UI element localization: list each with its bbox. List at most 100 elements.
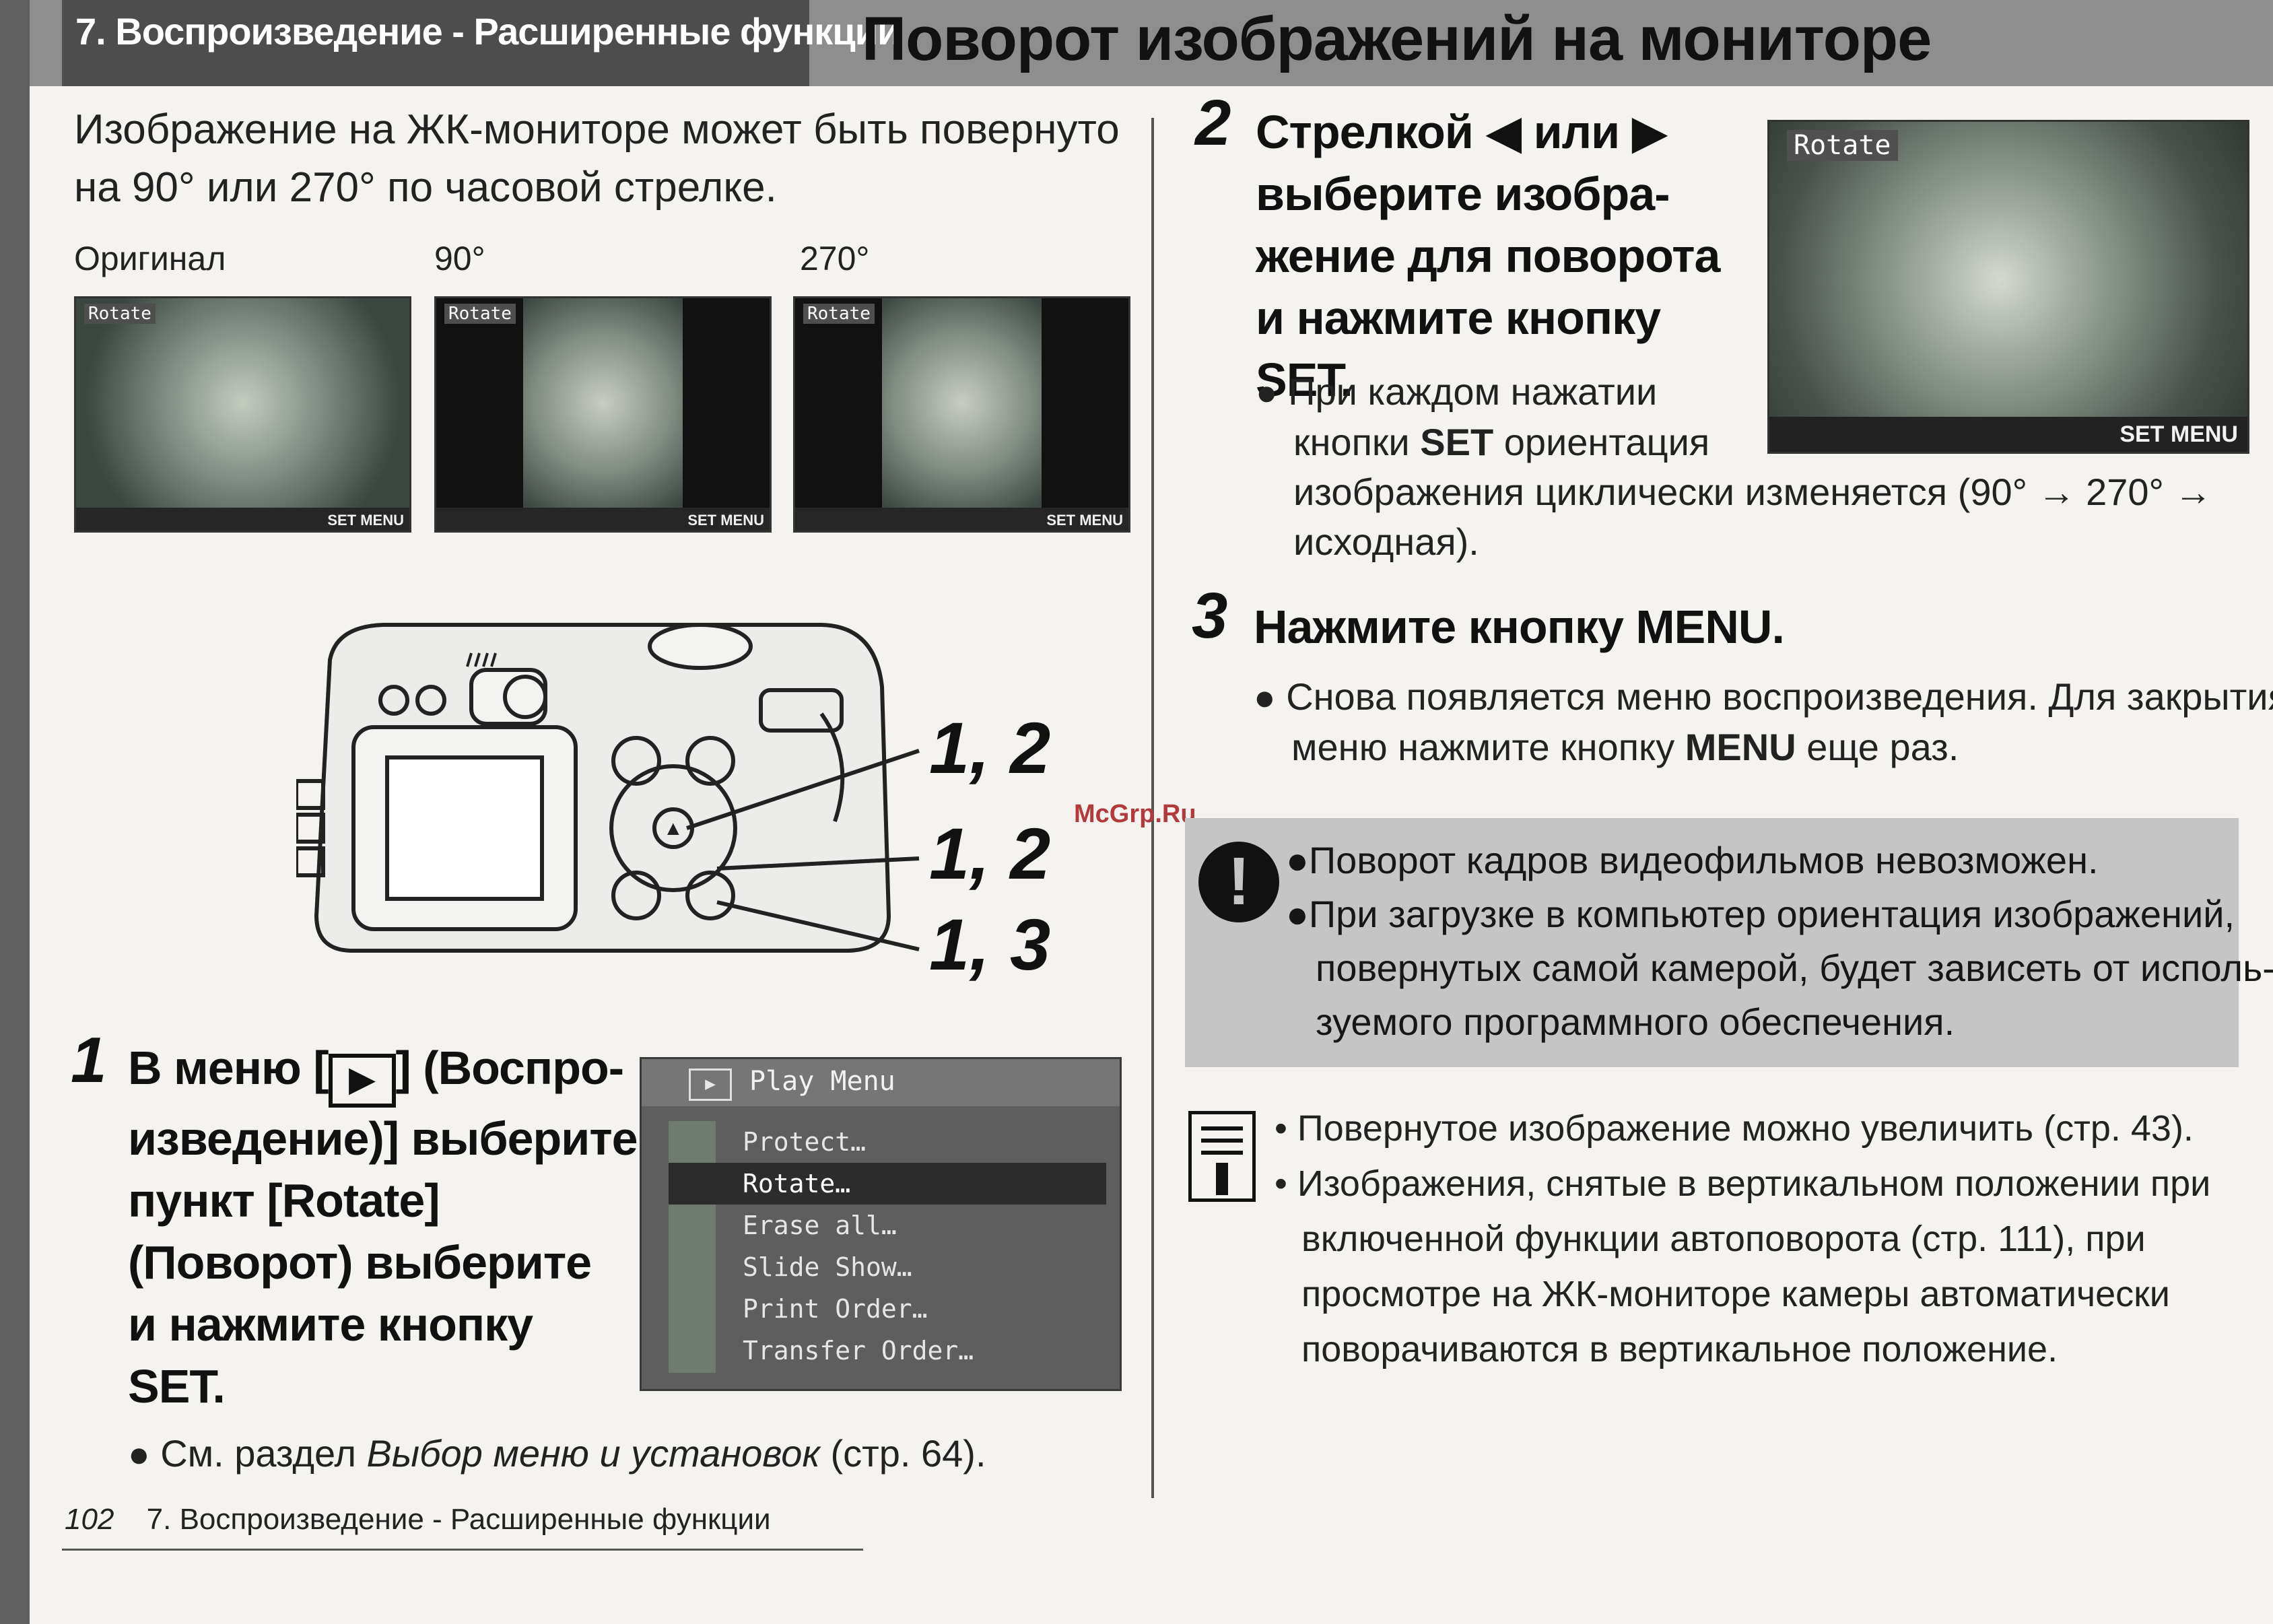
step-3-note-text: меню нажмите кнопку (1291, 726, 1685, 768)
step-1-number: 1 (71, 1024, 107, 1096)
thumb-tag: Rotate (803, 304, 875, 324)
info-item: Изображения, снятые в вертикальном полож… (1297, 1163, 2211, 1204)
step-2-note: ● При каждом нажатии кнопки SET ориентац… (1256, 367, 2239, 567)
dpad-arrows: ▲ (663, 817, 683, 840)
thumb-buttons: SET MENU (1046, 512, 1123, 529)
chapter-tab-label: 7. Воспроизведение - Расширенные функции (75, 10, 901, 53)
thumb-caption-original: Оригинал (74, 240, 226, 277)
info-list: • Повернутое изображение можно увеличить… (1275, 1101, 2231, 1377)
thumb-bar (76, 508, 409, 531)
step-2-note-emphasis: SET (1420, 421, 1494, 463)
menu-item-erase-all[interactable]: Erase all… (743, 1211, 897, 1240)
step-2-text: Стрелкой ◀ или ▶ (1256, 106, 1668, 158)
watermark: McGrp.Ru (1074, 800, 1196, 828)
camera-body (296, 623, 920, 953)
rotate-screen-tag: Rotate (1787, 130, 1898, 161)
flower-photo (76, 298, 409, 531)
caution-item: зуемого программного обеспечения. (1316, 1001, 1955, 1043)
step-1-text: В меню [ (128, 1042, 329, 1094)
caution-box (1185, 818, 2239, 1067)
thumb-buttons: SET MENU (327, 512, 404, 529)
callout-label: 1, 2 (929, 707, 1051, 788)
step-3-note-text: еще раз. (1796, 726, 1959, 768)
step-1-note-text: См. раздел (160, 1432, 367, 1475)
menu-item-protect[interactable]: Protect… (743, 1127, 867, 1157)
column-divider (1151, 118, 1154, 1498)
step-3-note-text: Снова появляется меню воспроизведения. Д… (1286, 675, 2273, 718)
step-3-note-emphasis: MENU (1685, 726, 1796, 768)
flower-photo (1769, 122, 2247, 452)
step-1-text: (Поворот) выберите (128, 1236, 592, 1289)
page-edge-shadow (0, 0, 30, 1624)
step-2-note-text: исходная). (1293, 520, 1479, 563)
caution-item: повернутых самой камерой, будет зависеть… (1316, 947, 2273, 989)
bullet-icon: ● (1286, 893, 1309, 935)
play-menu-screen: ▶ Play Menu Protect… Rotate… Erase all… … (640, 1057, 1122, 1391)
info-item: включенной функции автоповорота (стр. 11… (1301, 1219, 2146, 1259)
callout-label: 1, 2 (929, 813, 1051, 894)
page-title: Поворот изображений на мониторе (862, 5, 1932, 73)
rotate-screen: Rotate SET MENU (1767, 120, 2249, 454)
thumb-caption-90: 90° (434, 240, 485, 277)
footer-rule (62, 1549, 863, 1551)
step-2-note-text: При каждом нажатии (1288, 370, 1658, 413)
bullet-icon: • (1275, 1108, 1287, 1149)
bullet-icon: • (1275, 1163, 1287, 1204)
step-1-note: ● См. раздел Выбор меню и установок (стр… (128, 1429, 986, 1479)
step-2-note-text: кнопки (1293, 421, 1421, 463)
bullet-icon: ● (1254, 677, 1276, 718)
thumb-bar (795, 508, 1128, 531)
rotate-screen-buttons: SET MENU (2119, 421, 2238, 447)
chapter-tab (62, 0, 809, 86)
step-1-text: SET. (128, 1360, 226, 1413)
step-2-text: выберите изобра- (1256, 168, 1670, 220)
playback-icon: ▶ (689, 1069, 732, 1101)
step-2-number: 2 (1195, 87, 1231, 159)
step-1-text: изведение)] выберите (128, 1112, 638, 1165)
caution-item: При загрузке в компьютер ориентация изоб… (1308, 893, 2235, 935)
menu-item-transfer-order[interactable]: Transfer Order… (743, 1336, 974, 1365)
thumb-bar (436, 508, 770, 531)
thumb-buttons: SET MENU (687, 512, 764, 529)
step-1-text: (Воспро- (410, 1042, 624, 1094)
memo-icon (1188, 1111, 1256, 1202)
step-2-note-text: изображения циклически изменяется (90° →… (1293, 471, 2212, 513)
play-menu-header (642, 1059, 1120, 1106)
step-1-note-emphasis: Выбор меню и установок (366, 1432, 820, 1475)
thumb-tag: Rotate (84, 304, 156, 324)
step-1-text: пункт [Rotate] (128, 1174, 440, 1227)
flower-photo (522, 298, 683, 531)
info-item: просмотре на ЖК-мониторе камеры автомати… (1301, 1274, 2170, 1314)
bullet-icon: ● (1256, 372, 1278, 413)
step-2-instruction: Стрелкой ◀ или ▶ выберите изобра- жение … (1256, 101, 1754, 411)
rotate-screen-bar (1769, 417, 2247, 452)
step-3-instruction: Нажмите кнопку MENU. (1254, 601, 1785, 653)
intro-paragraph: Изображение на ЖК-мониторе может быть по… (74, 106, 1120, 211)
play-menu-title: Play Menu (749, 1066, 895, 1097)
page-footer: 102 7. Воспроизведение - Расширенные фун… (65, 1503, 771, 1536)
thumb-tag: Rotate (444, 304, 516, 324)
thumbnail-270: Rotate SET MENU (793, 296, 1130, 533)
thumbnail-original: Rotate SET MENU (74, 296, 411, 533)
camera-back-diagram: ▲ (296, 623, 920, 953)
info-item: поворачиваются в вертикальное положение. (1301, 1329, 2058, 1369)
step-2-note-text: ориентация (1493, 421, 1710, 463)
step-1-instruction: В меню [▶] (Воспро- изведение)] выберите… (128, 1037, 640, 1417)
thumbnail-90: Rotate SET MENU (434, 296, 772, 533)
playback-icon: ▶ (328, 1054, 396, 1108)
step-2-text: жение для поворота (1256, 230, 1720, 282)
footer-chapter: 7. Воспроизведение - Расширенные функции (146, 1503, 771, 1536)
bullet-icon: ● (128, 1434, 150, 1475)
menu-item-print-order[interactable]: Print Order… (743, 1294, 928, 1324)
thumb-caption-270: 270° (800, 240, 870, 277)
step-2-text: и нажмите кнопку SET. (1256, 292, 1661, 406)
page-number: 102 (65, 1503, 114, 1536)
step-1-text: и нажмите кнопку (128, 1298, 533, 1351)
flower-photo (881, 298, 1042, 531)
step-3-number: 3 (1192, 580, 1228, 652)
menu-item-slide-show[interactable]: Slide Show… (743, 1252, 912, 1282)
menu-item-rotate[interactable]: Rotate… (669, 1163, 1106, 1205)
info-item: Повернутое изображение можно увеличить (… (1297, 1108, 2194, 1149)
caution-list: ●Поворот кадров видеофильмов невозможен.… (1286, 834, 2273, 1049)
exclamation-icon: ! (1198, 842, 1279, 922)
